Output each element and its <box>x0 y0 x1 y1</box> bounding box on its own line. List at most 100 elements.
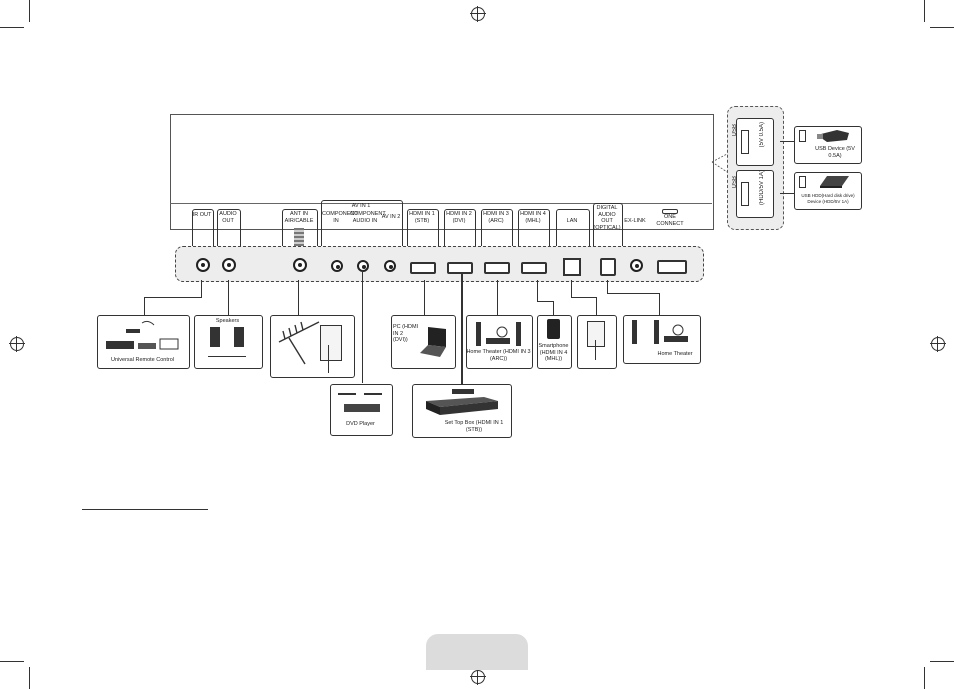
exlink-label: EX-LINK <box>624 218 646 224</box>
optical-cable <box>607 293 659 294</box>
lan-cable <box>571 297 596 298</box>
hdmi4-label: HDMI IN 4 (MHL) <box>520 211 546 224</box>
pc-caption: PC (HDMI IN 2 (DVI)) <box>393 324 419 343</box>
optical-cable <box>659 293 660 315</box>
usb-callout-lines <box>711 153 728 173</box>
set-top-box-caption: Set Top Box (HDMI IN 1 (STB)) <box>444 420 504 433</box>
registration-mark-icon <box>9 336 25 352</box>
antenna-icon <box>278 321 320 365</box>
component-in-jack[interactable] <box>331 260 343 272</box>
laptop-icon <box>420 327 446 357</box>
usb2-spec: (HDD/5V 1A) <box>759 170 765 206</box>
hdd-icon <box>820 176 849 188</box>
exlink-jack[interactable] <box>630 259 643 272</box>
usb-device-caption: USB Device (5V 0.5A) <box>815 146 855 159</box>
digital-audio-out-label: DIGITAL AUDIO OUT (OPTICAL) <box>593 205 621 231</box>
ant-in-jack[interactable] <box>293 258 307 272</box>
hdmi1-port[interactable] <box>410 262 436 274</box>
hdd-device-caption: USB HDD(Hard disk drive) Device (HDD/5V … <box>801 193 855 204</box>
av-in-1-header: AV IN 1 <box>351 203 371 209</box>
home-theater-icon <box>476 322 521 346</box>
speaker-cable <box>208 356 246 357</box>
tv-rear-panel <box>170 114 714 230</box>
lan-cable <box>571 280 572 298</box>
hdmi4-cable <box>537 280 538 302</box>
hdmi3-cable <box>497 280 498 315</box>
registration-mark-icon <box>470 669 486 685</box>
component-in-label: COMPONENT IN <box>322 211 358 224</box>
registration-mark-icon <box>930 336 946 352</box>
usb2-port[interactable] <box>736 170 774 218</box>
ant-cable <box>298 280 299 315</box>
wall-outlet-icon <box>320 325 342 361</box>
audio-out-label: AUDIO OUT <box>219 211 237 224</box>
ir-out-jack[interactable] <box>196 258 210 272</box>
usb-stick-small <box>799 130 806 142</box>
usb2-slot <box>741 182 749 206</box>
ir-cable <box>144 297 202 298</box>
tv-port-ledge <box>170 203 712 229</box>
hdmi4-cable <box>537 301 554 302</box>
hdmi3-port[interactable] <box>484 262 510 274</box>
smartphone-caption: Smartphone (HDMI IN 4 (MHL)) <box>538 343 569 362</box>
crop-mark <box>930 27 954 28</box>
home-theater-icon <box>632 320 688 344</box>
hdmi4-port[interactable] <box>521 262 547 274</box>
ir-cable <box>201 280 202 298</box>
set-top-box-icon <box>426 389 498 415</box>
lan-port[interactable] <box>563 258 581 276</box>
crop-mark <box>0 661 24 662</box>
home-theater-arc-caption: Home Theater (HDMI IN 3 (ARC)) <box>466 349 531 362</box>
smartphone-icon <box>547 319 560 339</box>
registration-mark-icon <box>470 6 486 22</box>
crop-mark <box>924 0 925 22</box>
port-strip <box>175 246 704 282</box>
one-connect-indicator <box>662 209 678 214</box>
hdmi2-label: HDMI IN 2 (DVI) <box>446 211 472 224</box>
dvd-player-icon <box>338 393 382 412</box>
antenna-wire <box>328 345 329 373</box>
component-audio-in-jack[interactable] <box>357 260 369 272</box>
lan-wire <box>595 340 596 360</box>
optical-port[interactable] <box>600 258 616 276</box>
underline-rule <box>82 509 208 510</box>
ir-cable <box>144 297 145 315</box>
audio-cable <box>228 280 229 315</box>
hdmi2-port[interactable] <box>447 262 473 274</box>
av-in-2-label: AV IN 2 <box>381 214 401 220</box>
usb2-cable <box>780 193 794 194</box>
one-connect-port[interactable] <box>657 260 687 274</box>
antenna-connector <box>294 228 304 254</box>
optical-cable <box>607 280 608 294</box>
audio-out-jack[interactable] <box>222 258 236 272</box>
home-theater-caption: Home Theater <box>657 351 693 357</box>
hdmi2-cable <box>424 280 425 315</box>
av-cable <box>362 270 363 383</box>
crop-mark <box>0 27 24 28</box>
usb1-port[interactable] <box>736 118 774 166</box>
one-connect-label: ONE CONNECT <box>656 214 684 227</box>
usb-stick-icon <box>817 130 849 142</box>
crop-mark <box>29 0 30 22</box>
hdmi3-label: HDMI IN 3 (ARC) <box>483 211 509 224</box>
lan-label: LAN <box>566 218 578 224</box>
av-in-2-jack[interactable] <box>384 260 396 272</box>
component-audio-in-label: COMPONENT AUDIO IN <box>350 211 386 224</box>
hdmi4-cable <box>553 301 554 316</box>
usb1-slot <box>741 130 749 154</box>
ir-out-label: IR OUT <box>192 212 212 218</box>
usb1-label: USB <box>732 124 738 137</box>
lan-wall-jack-icon <box>587 321 605 347</box>
usb1-spec: (5V 0.5A) <box>759 122 765 148</box>
crop-mark <box>924 667 925 689</box>
hdmi1-cable <box>461 272 463 384</box>
remote-control-icon <box>106 320 179 350</box>
speaker-icon <box>234 327 244 347</box>
hdd-plug-small <box>799 176 806 188</box>
dvd-player-caption: DVD Player <box>346 421 375 427</box>
crop-mark <box>930 661 954 662</box>
page-number-tab <box>426 634 528 670</box>
universal-remote-caption: Universal Remote Control <box>111 357 174 363</box>
hdmi1-label: HDMI IN 1 (STB) <box>409 211 435 224</box>
speakers-box <box>194 315 263 369</box>
